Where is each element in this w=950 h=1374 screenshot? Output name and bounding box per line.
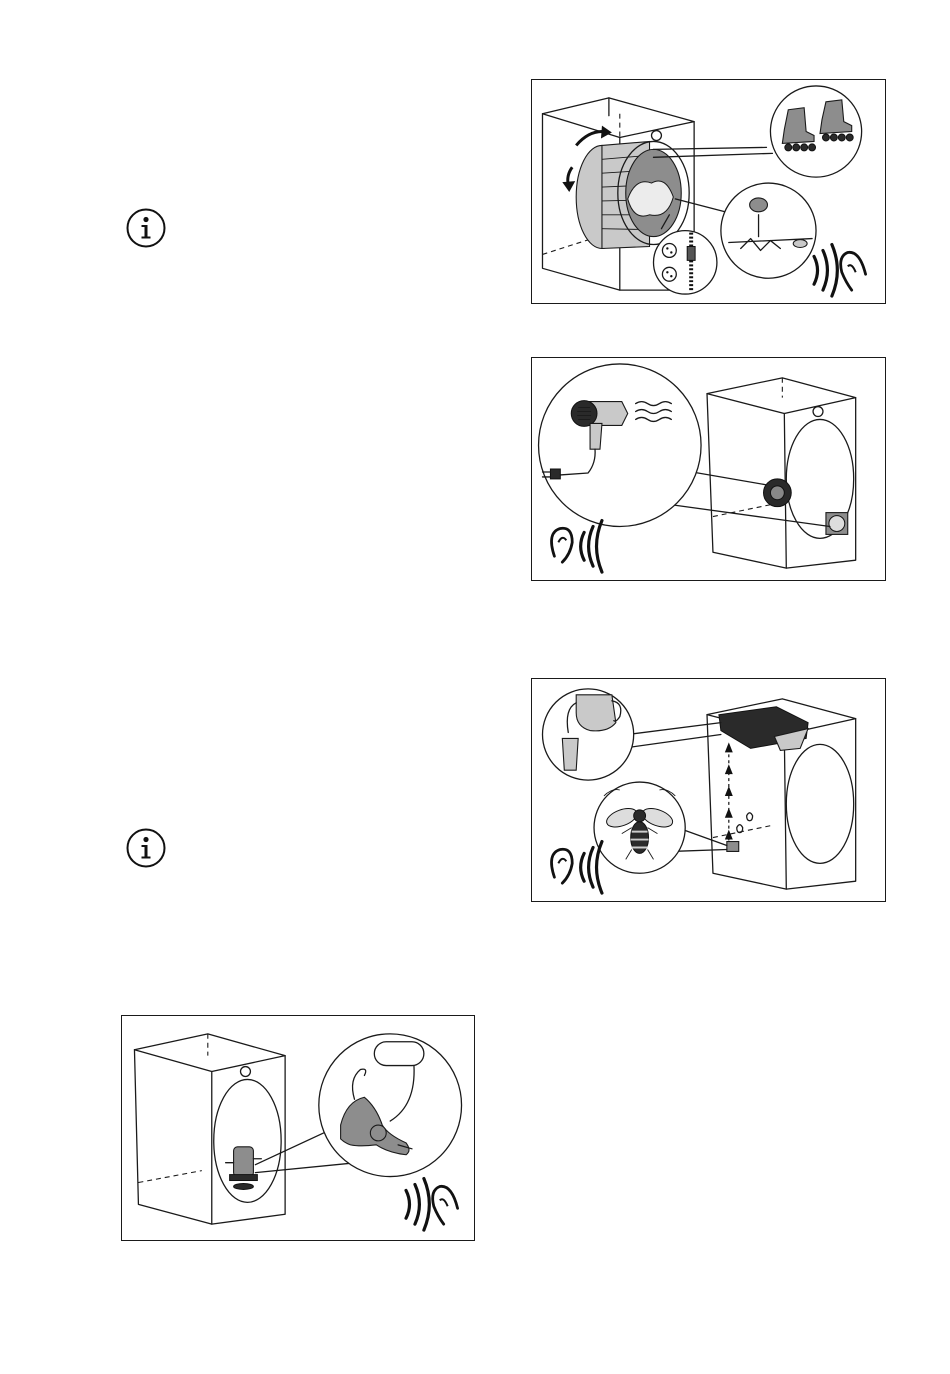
illustration-compressor-noise [121,1015,475,1241]
illustration-fan-noise [531,357,886,581]
illustration-drum-noise [531,79,886,304]
info-icon [126,828,166,868]
info-icon [126,208,166,248]
illustration-pump-noise [531,678,886,902]
